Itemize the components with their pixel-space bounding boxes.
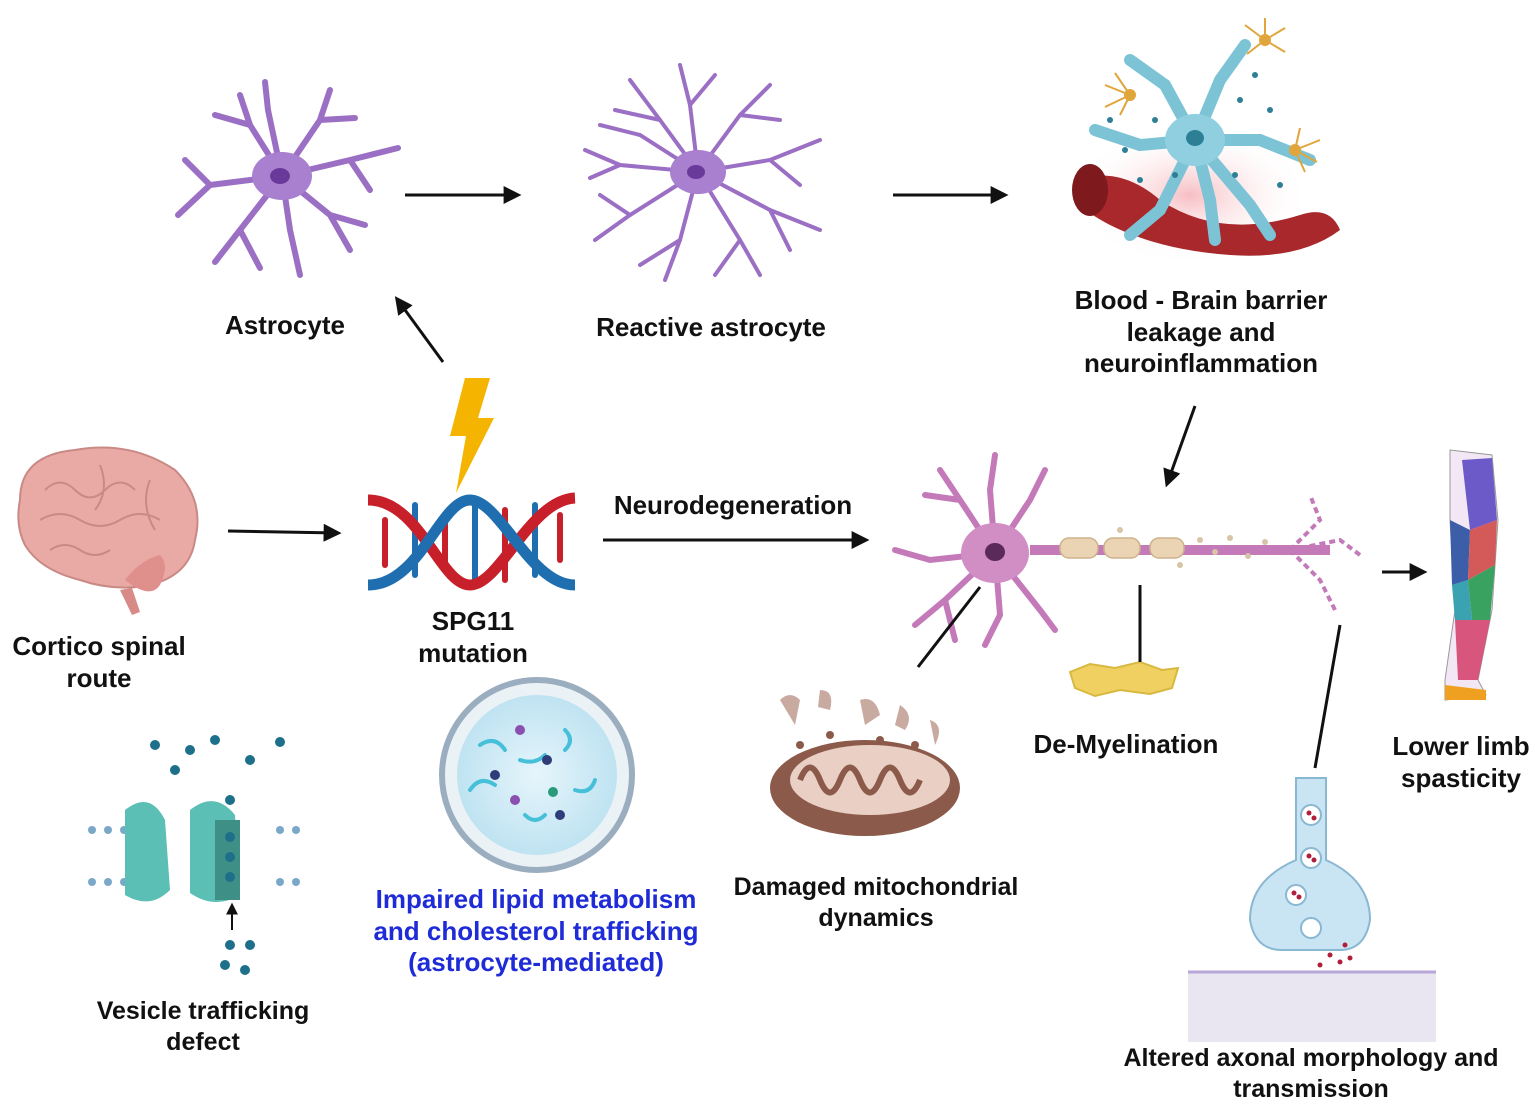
arrows bbox=[227, 186, 1428, 769]
bbb-leakage-illustration bbox=[1070, 18, 1340, 265]
vesicle-trafficking-illustration bbox=[88, 735, 300, 975]
axonal-label-line2: transmission bbox=[1233, 1074, 1389, 1103]
astrocyte-label: Astrocyte bbox=[225, 310, 345, 340]
bbb-label-line2: leakage and bbox=[1126, 316, 1276, 347]
spg11-mutation-label: SPG11 mutation bbox=[383, 606, 563, 669]
cortico-label-line1: Cortico spinal bbox=[12, 631, 186, 661]
brain-illustration bbox=[17, 446, 199, 615]
mitochondria-illustration bbox=[770, 690, 960, 836]
mito-label-line2: dynamics bbox=[818, 903, 934, 932]
myelin-fragment-illustration bbox=[1068, 660, 1180, 698]
lower-limb-illustration bbox=[1444, 449, 1499, 701]
lipid-dish-illustration bbox=[439, 677, 635, 873]
astrocyte-illustration bbox=[175, 79, 401, 278]
reactive-astrocyte-label: Reactive astrocyte bbox=[596, 312, 826, 342]
dna-icon bbox=[367, 492, 576, 591]
synapse-illustration bbox=[1188, 777, 1436, 1042]
lipid-label-line3: (astrocyte-mediated) bbox=[408, 947, 664, 978]
lipid-metabolism-label: Impaired lipid metabolism and cholestero… bbox=[346, 884, 726, 979]
vesicle-trafficking-label: Vesicle trafficking defect bbox=[73, 996, 333, 1057]
lightning-icon bbox=[450, 378, 494, 493]
axonal-morphology-label: Altered axonal morphology and transmissi… bbox=[1101, 1043, 1521, 1104]
bbb-label-line3: neuroinflammation bbox=[1083, 348, 1318, 379]
axonal-label-line1: Altered axonal morphology and bbox=[1123, 1044, 1499, 1072]
mito-label-line1: Damaged mitochondrial bbox=[733, 873, 1019, 901]
neurodegeneration-label: Neurodegeneration bbox=[613, 490, 853, 520]
bbb-label: Blood - Brain barrier leakage and neuroi… bbox=[1041, 285, 1361, 380]
neuron-illustration bbox=[892, 452, 1362, 648]
cortico-label-line2: route bbox=[66, 662, 132, 693]
spg11-label-line1: SPG11 bbox=[431, 606, 515, 636]
demyelination-label: De-Myelination bbox=[1033, 729, 1219, 759]
limb-label-line2: spasticity bbox=[1401, 762, 1521, 793]
vesicle-label-line1: Vesicle trafficking bbox=[96, 997, 310, 1025]
lipid-label-line1: Impaired lipid metabolism bbox=[375, 884, 697, 914]
spg11-label-line2: mutation bbox=[418, 637, 528, 668]
bbb-label-line1: Blood - Brain barrier bbox=[1074, 285, 1328, 315]
cortico-spinal-label: Cortico spinal route bbox=[0, 631, 198, 694]
reactive-astrocyte-illustration bbox=[583, 63, 822, 282]
vesicle-label-line2: defect bbox=[166, 1027, 240, 1056]
lipid-label-line2: and cholesterol trafficking bbox=[373, 915, 699, 946]
lower-limb-spasticity-label: Lower limb spasticity bbox=[1381, 731, 1535, 794]
limb-label-line1: Lower limb bbox=[1392, 731, 1530, 761]
mitochondrial-dynamics-label: Damaged mitochondrial dynamics bbox=[716, 872, 1036, 933]
